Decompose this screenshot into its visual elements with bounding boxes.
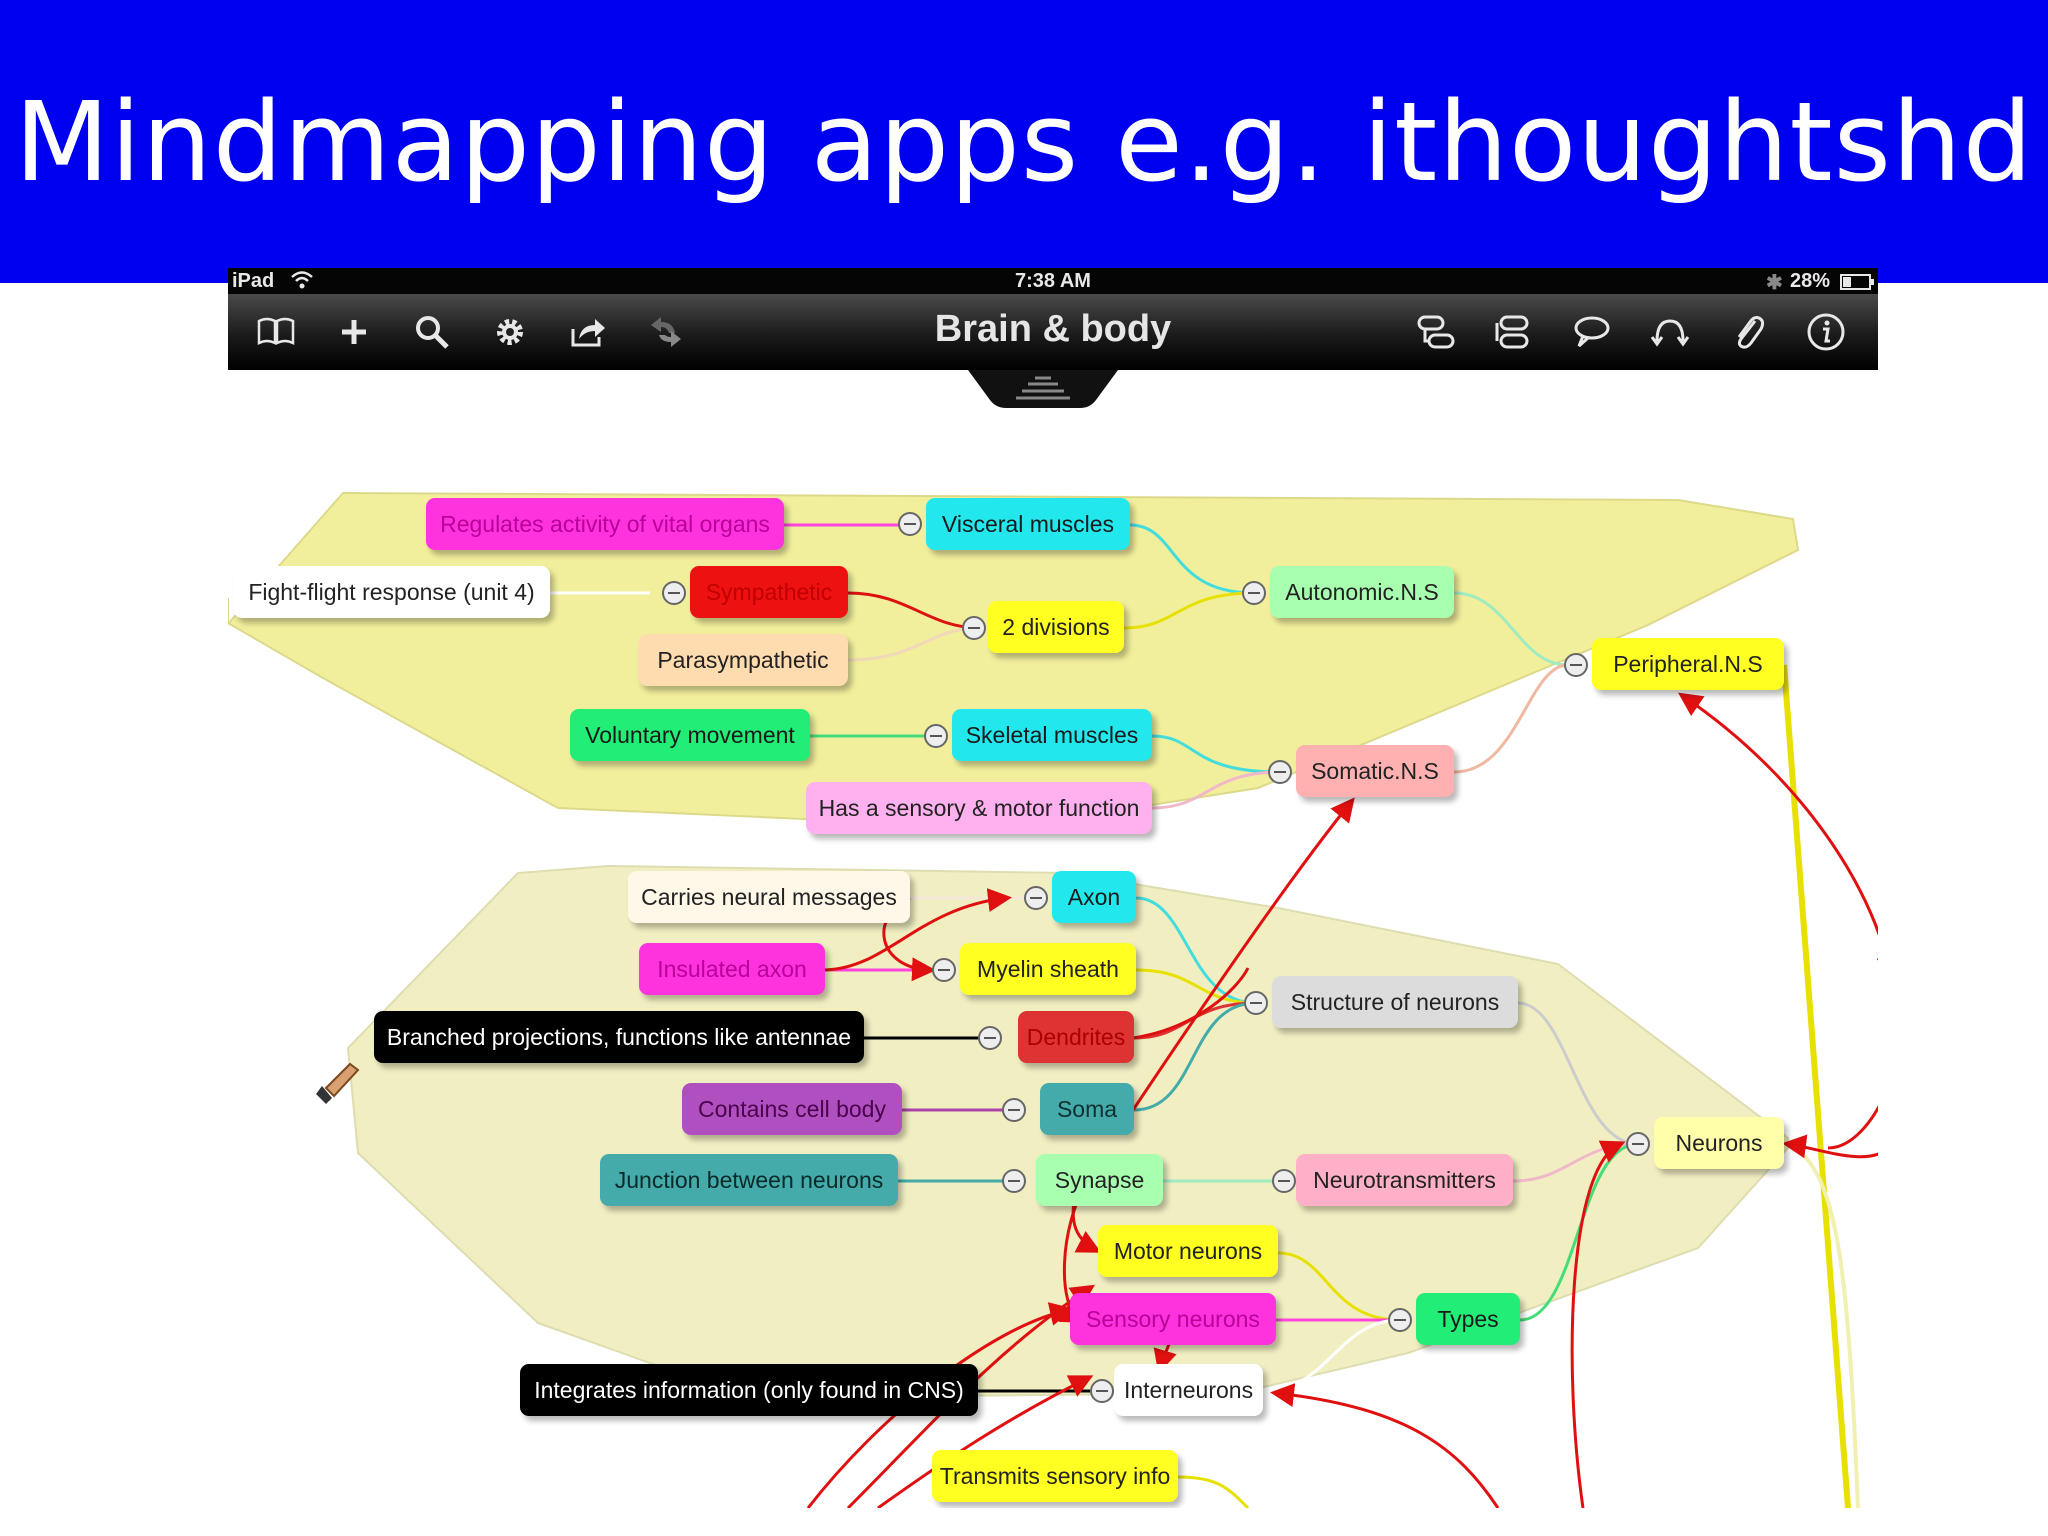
pulldown-tab[interactable] — [968, 370, 1118, 410]
battery-percent: 28% — [1790, 270, 1831, 292]
info-icon[interactable] — [1804, 310, 1848, 354]
node-peripheral[interactable]: Peripheral.N.S — [1592, 638, 1784, 690]
node-insulated[interactable]: Insulated axon — [639, 943, 825, 995]
battery-icon — [1840, 273, 1874, 296]
wifi-icon — [290, 269, 314, 297]
collapse-toggle[interactable] — [1244, 991, 1268, 1015]
collapse-toggle[interactable] — [662, 581, 686, 605]
collapse-toggle[interactable] — [1002, 1098, 1026, 1122]
paperclip-icon[interactable] — [1726, 310, 1770, 354]
bluetooth-icon: ✱ — [1766, 272, 1783, 294]
collapse-toggle[interactable] — [1272, 1169, 1296, 1193]
status-bar: iPad 7:38 AM ✱ 28% — [228, 268, 1878, 294]
collapse-toggle[interactable] — [1090, 1379, 1114, 1403]
node-synapse[interactable]: Synapse — [1036, 1154, 1163, 1206]
node-sensory-motor[interactable]: Has a sensory & motor function — [806, 782, 1152, 834]
share-icon[interactable] — [566, 310, 610, 354]
ipad-screen: Regulates activity of vital organs Visce… — [228, 268, 1878, 1508]
node-sympathetic[interactable]: Sympathetic — [690, 566, 848, 618]
node-integrates[interactable]: Integrates information (only found in CN… — [520, 1364, 978, 1416]
node-carries[interactable]: Carries neural messages — [628, 871, 910, 923]
collapse-toggle[interactable] — [1626, 1132, 1650, 1156]
gear-icon[interactable] — [488, 310, 532, 354]
collapse-toggle[interactable] — [1564, 653, 1588, 677]
plus-icon[interactable] — [332, 310, 376, 354]
node-regulates[interactable]: Regulates activity of vital organs — [426, 498, 784, 550]
callout-icon[interactable] — [1570, 310, 1614, 354]
node-structure[interactable]: Structure of neurons — [1272, 976, 1518, 1028]
node-contains[interactable]: Contains cell body — [682, 1083, 902, 1135]
node-autonomic[interactable]: Autonomic.N.S — [1270, 566, 1454, 618]
collapse-toggle[interactable] — [898, 512, 922, 536]
add-child-icon[interactable] — [1414, 310, 1458, 354]
search-icon[interactable] — [410, 310, 454, 354]
node-myelin[interactable]: Myelin sheath — [960, 943, 1136, 995]
node-neurotransmitters[interactable]: Neurotransmitters — [1296, 1154, 1513, 1206]
book-icon[interactable] — [254, 310, 298, 354]
toolbar: Brain & body — [228, 294, 1878, 370]
collapse-toggle[interactable] — [962, 616, 986, 640]
node-transmits[interactable]: Transmits sensory info — [932, 1450, 1178, 1502]
node-motor-neurons[interactable]: Motor neurons — [1098, 1225, 1278, 1277]
device-label: iPad — [232, 270, 275, 292]
add-sibling-icon[interactable] — [1492, 310, 1536, 354]
node-interneurons[interactable]: Interneurons — [1114, 1364, 1263, 1416]
collapse-toggle[interactable] — [1024, 886, 1048, 910]
node-types[interactable]: Types — [1416, 1293, 1520, 1345]
collapse-toggle[interactable] — [1002, 1169, 1026, 1193]
node-dendrites[interactable]: Dendrites — [1018, 1011, 1134, 1063]
node-sensory-neurons[interactable]: Sensory neurons — [1070, 1293, 1276, 1345]
slide-title-banner: Mindmapping apps e.g. ithoughtshd — [0, 0, 2048, 283]
node-neurons[interactable]: Neurons — [1654, 1117, 1784, 1169]
node-junction[interactable]: Junction between neurons — [600, 1154, 898, 1206]
collapse-toggle[interactable] — [1242, 581, 1266, 605]
node-fight-flight[interactable]: Fight-flight response (unit 4) — [233, 566, 550, 618]
collapse-toggle[interactable] — [932, 958, 956, 982]
node-2-divisions[interactable]: 2 divisions — [988, 601, 1124, 653]
node-soma[interactable]: Soma — [1040, 1083, 1134, 1135]
collapse-toggle[interactable] — [1388, 1308, 1412, 1332]
collapse-toggle[interactable] — [1268, 760, 1292, 784]
undo-redo-icon[interactable] — [644, 310, 688, 354]
collapse-toggle[interactable] — [978, 1026, 1002, 1050]
collapse-toggle[interactable] — [924, 724, 948, 748]
node-somatic[interactable]: Somatic.N.S — [1296, 745, 1454, 797]
node-skeletal-muscles[interactable]: Skeletal muscles — [952, 709, 1152, 761]
node-branched[interactable]: Branched projections, functions like ant… — [374, 1011, 864, 1063]
mindmap-canvas[interactable]: Regulates activity of vital organs Visce… — [228, 268, 1878, 1508]
pointing-hand-icon — [316, 1062, 360, 1104]
slide-title: Mindmapping apps e.g. ithoughtshd — [14, 78, 2034, 206]
clock: 7:38 AM — [1015, 270, 1091, 292]
node-parasympathetic[interactable]: Parasympathetic — [638, 634, 848, 686]
relationship-icon[interactable] — [1648, 310, 1692, 354]
node-voluntary[interactable]: Voluntary movement — [570, 709, 810, 761]
node-visceral-muscles[interactable]: Visceral muscles — [926, 498, 1130, 550]
node-axon[interactable]: Axon — [1052, 871, 1136, 923]
document-title: Brain & body — [934, 308, 1172, 350]
